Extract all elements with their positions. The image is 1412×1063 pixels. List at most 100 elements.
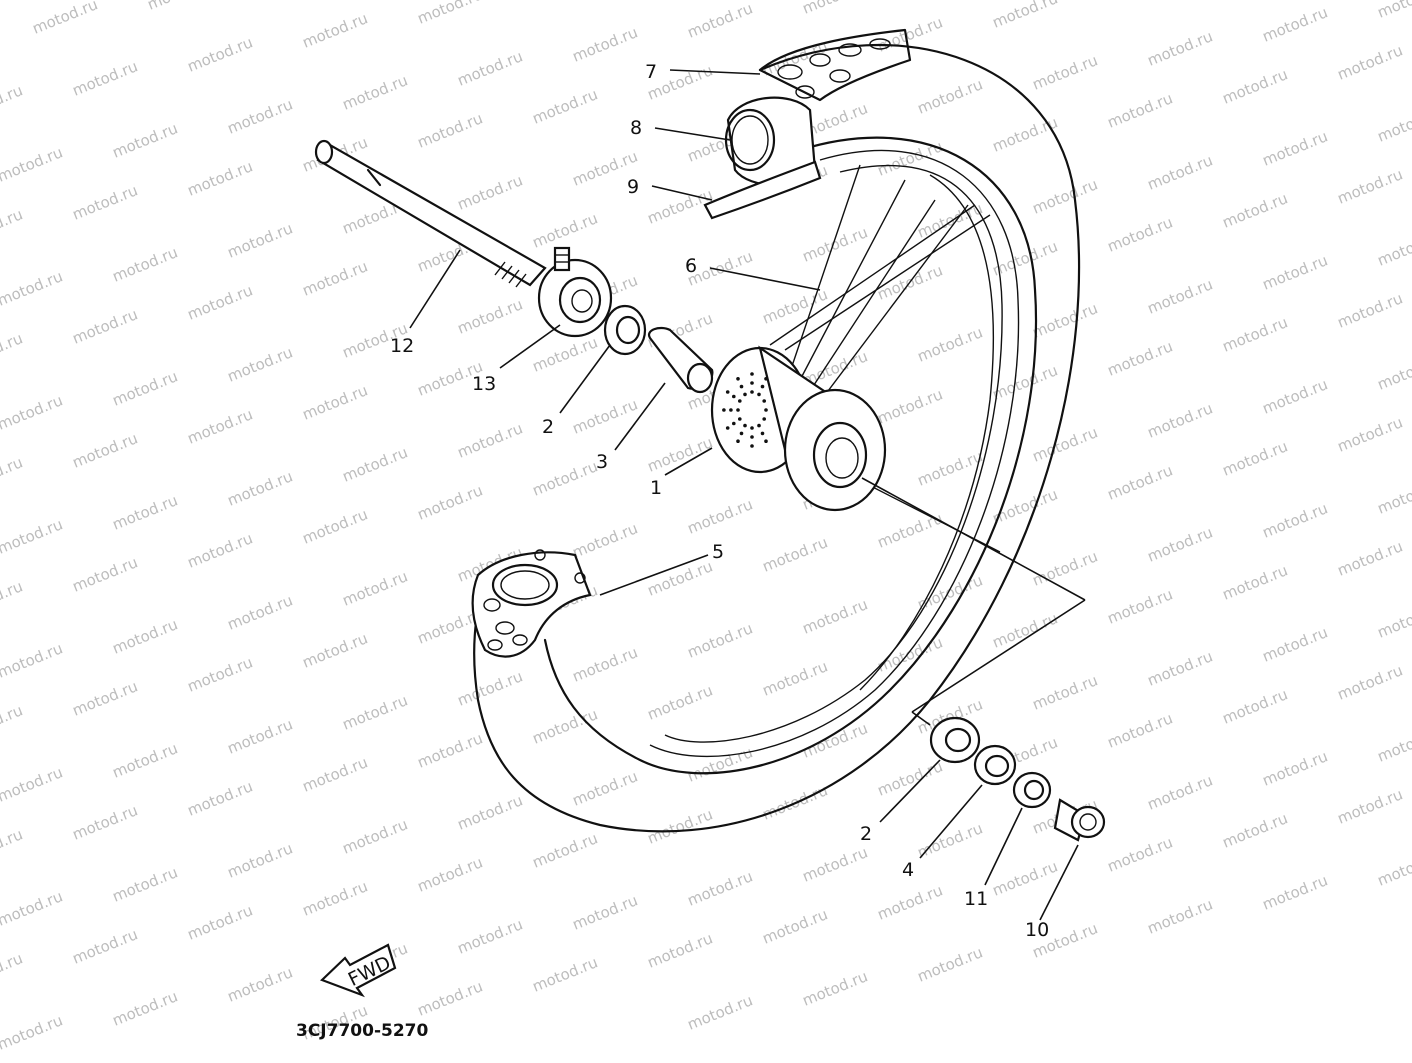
watermark-text: motod.ru bbox=[1335, 537, 1406, 579]
watermark-text: motod.ru bbox=[455, 667, 526, 709]
watermark-text: motod.ru bbox=[185, 281, 256, 323]
watermark-text: motod.ru bbox=[1105, 89, 1176, 131]
watermark-text: motod.ru bbox=[1030, 423, 1101, 465]
watermark-text: motod.ru bbox=[685, 495, 756, 537]
brake-disc-holes bbox=[722, 372, 768, 448]
watermark-text: motod.ru bbox=[340, 567, 411, 609]
callout-1: 1 bbox=[650, 477, 662, 499]
watermark-text: motod.ru bbox=[0, 329, 25, 371]
watermark-text: motod.ru bbox=[70, 429, 141, 471]
watermark-text: motod.ru bbox=[685, 0, 756, 42]
watermark-text: motod.ru bbox=[145, 0, 216, 14]
watermark-text: motod.ru bbox=[300, 257, 371, 299]
watermark-text: motod.ru bbox=[875, 757, 946, 799]
watermark-text: motod.ru bbox=[1335, 165, 1406, 207]
watermark-text: motod.ru bbox=[1105, 461, 1176, 503]
watermark-text: motod.ru bbox=[70, 305, 141, 347]
watermark-text: motod.ru bbox=[0, 701, 25, 743]
watermark-text: motod.ru bbox=[1220, 437, 1291, 479]
watermark-text: motod.ru bbox=[800, 223, 871, 265]
callout-9: 9 bbox=[627, 176, 639, 198]
watermark-text: motod.ru bbox=[110, 615, 181, 657]
watermark-text: motod.ru bbox=[875, 385, 946, 427]
watermark-text: motod.ru bbox=[645, 681, 716, 723]
watermark-text: motod.ru bbox=[685, 867, 756, 909]
watermark-text: motod.ru bbox=[340, 691, 411, 733]
disc-hole bbox=[750, 390, 754, 394]
watermark-text: motod.ru bbox=[1375, 0, 1412, 22]
watermark-text: motod.ru bbox=[0, 825, 25, 867]
wheel-hub bbox=[710, 345, 887, 512]
disc-hole bbox=[760, 384, 765, 389]
watermark-text: motod.ru bbox=[1375, 351, 1412, 393]
watermark-text: motod.ru bbox=[915, 75, 986, 117]
watermark-text: motod.ru bbox=[185, 901, 256, 943]
watermark-text: motod.ru bbox=[300, 381, 371, 423]
watermark-text: motod.ru bbox=[915, 571, 986, 613]
watermark-text: motod.ru bbox=[915, 943, 986, 985]
watermark-text: motod.ru bbox=[110, 987, 181, 1029]
fwd-arrow-icon: FWD bbox=[319, 943, 397, 998]
callout-12: 12 bbox=[390, 335, 414, 357]
watermark-text: motod.ru bbox=[800, 967, 871, 1009]
callout-13: 13 bbox=[472, 373, 496, 395]
leader-lines bbox=[409, 69, 1079, 921]
spokes bbox=[769, 164, 1001, 553]
watermark-text: motod.ru bbox=[1145, 523, 1216, 565]
disc-hole bbox=[764, 439, 768, 444]
watermark-text: motod.ru bbox=[455, 295, 526, 337]
watermark-text: motod.ru bbox=[455, 791, 526, 833]
tire-and-rim bbox=[471, 28, 1081, 833]
watermark-text: motod.ru bbox=[70, 925, 141, 967]
disc-hole bbox=[736, 439, 740, 444]
watermark-text: motod.ru bbox=[185, 33, 256, 75]
watermark-text: motod.ru bbox=[1375, 599, 1412, 641]
watermark-text: motod.ru bbox=[1260, 623, 1331, 665]
watermark-text: motod.ru bbox=[0, 453, 25, 495]
watermark-text: motod.ru bbox=[0, 81, 25, 123]
watermark-text: motod.ru bbox=[340, 815, 411, 857]
watermark-text: motod.ru bbox=[1375, 475, 1412, 517]
disc-hole bbox=[736, 408, 740, 412]
watermark-text: motod.ru bbox=[1220, 313, 1291, 355]
watermark-text: motod.ru bbox=[530, 85, 601, 127]
callout-2-left: 2 bbox=[542, 416, 554, 438]
disc-hole bbox=[757, 392, 761, 397]
disc-hole bbox=[750, 444, 754, 448]
watermark-text: motod.ru bbox=[415, 729, 486, 771]
watermark-text: motod.ru bbox=[185, 157, 256, 199]
watermark-text: motod.ru bbox=[0, 515, 65, 557]
watermark-text: motod.ru bbox=[415, 853, 486, 895]
watermark-text: motod.ru bbox=[1260, 3, 1331, 45]
callout-7: 7 bbox=[645, 61, 657, 83]
watermark-text: motod.ru bbox=[530, 953, 601, 995]
disc-hole bbox=[750, 381, 754, 385]
watermark-text: motod.ru bbox=[110, 739, 181, 781]
watermark-text: motod.ru bbox=[225, 219, 296, 261]
watermark-text: motod.ru bbox=[340, 71, 411, 113]
watermark-text: motod.ru bbox=[70, 57, 141, 99]
callout-4: 4 bbox=[902, 859, 914, 881]
watermark-text: motod.ru bbox=[0, 267, 65, 309]
disc-hole bbox=[739, 431, 744, 436]
watermark-text: motod.ru bbox=[1260, 375, 1331, 417]
watermark-text: motod.ru bbox=[1375, 227, 1412, 269]
watermark-text: motod.ru bbox=[990, 237, 1061, 279]
disc-hole bbox=[732, 421, 736, 426]
disc-hole bbox=[722, 408, 726, 412]
watermark-text: motod.ru bbox=[455, 171, 526, 213]
spacer bbox=[647, 326, 714, 394]
watermark-text: motod.ru bbox=[0, 887, 65, 929]
disc-hole bbox=[750, 426, 754, 430]
watermark-text: motod.ru bbox=[1145, 275, 1216, 317]
watermark-text: motod.ru bbox=[530, 457, 601, 499]
watermark-text: motod.ru bbox=[915, 819, 986, 861]
watermark-text: motod.ru bbox=[1105, 833, 1176, 875]
watermark-text: motod.ru bbox=[1260, 499, 1331, 541]
watermark-text: motod.ru bbox=[110, 863, 181, 905]
watermark-text: motod.ru bbox=[415, 0, 486, 28]
callout-5: 5 bbox=[712, 541, 724, 563]
watermark-text: motod.ru bbox=[760, 533, 831, 575]
disc-hole bbox=[736, 377, 740, 381]
